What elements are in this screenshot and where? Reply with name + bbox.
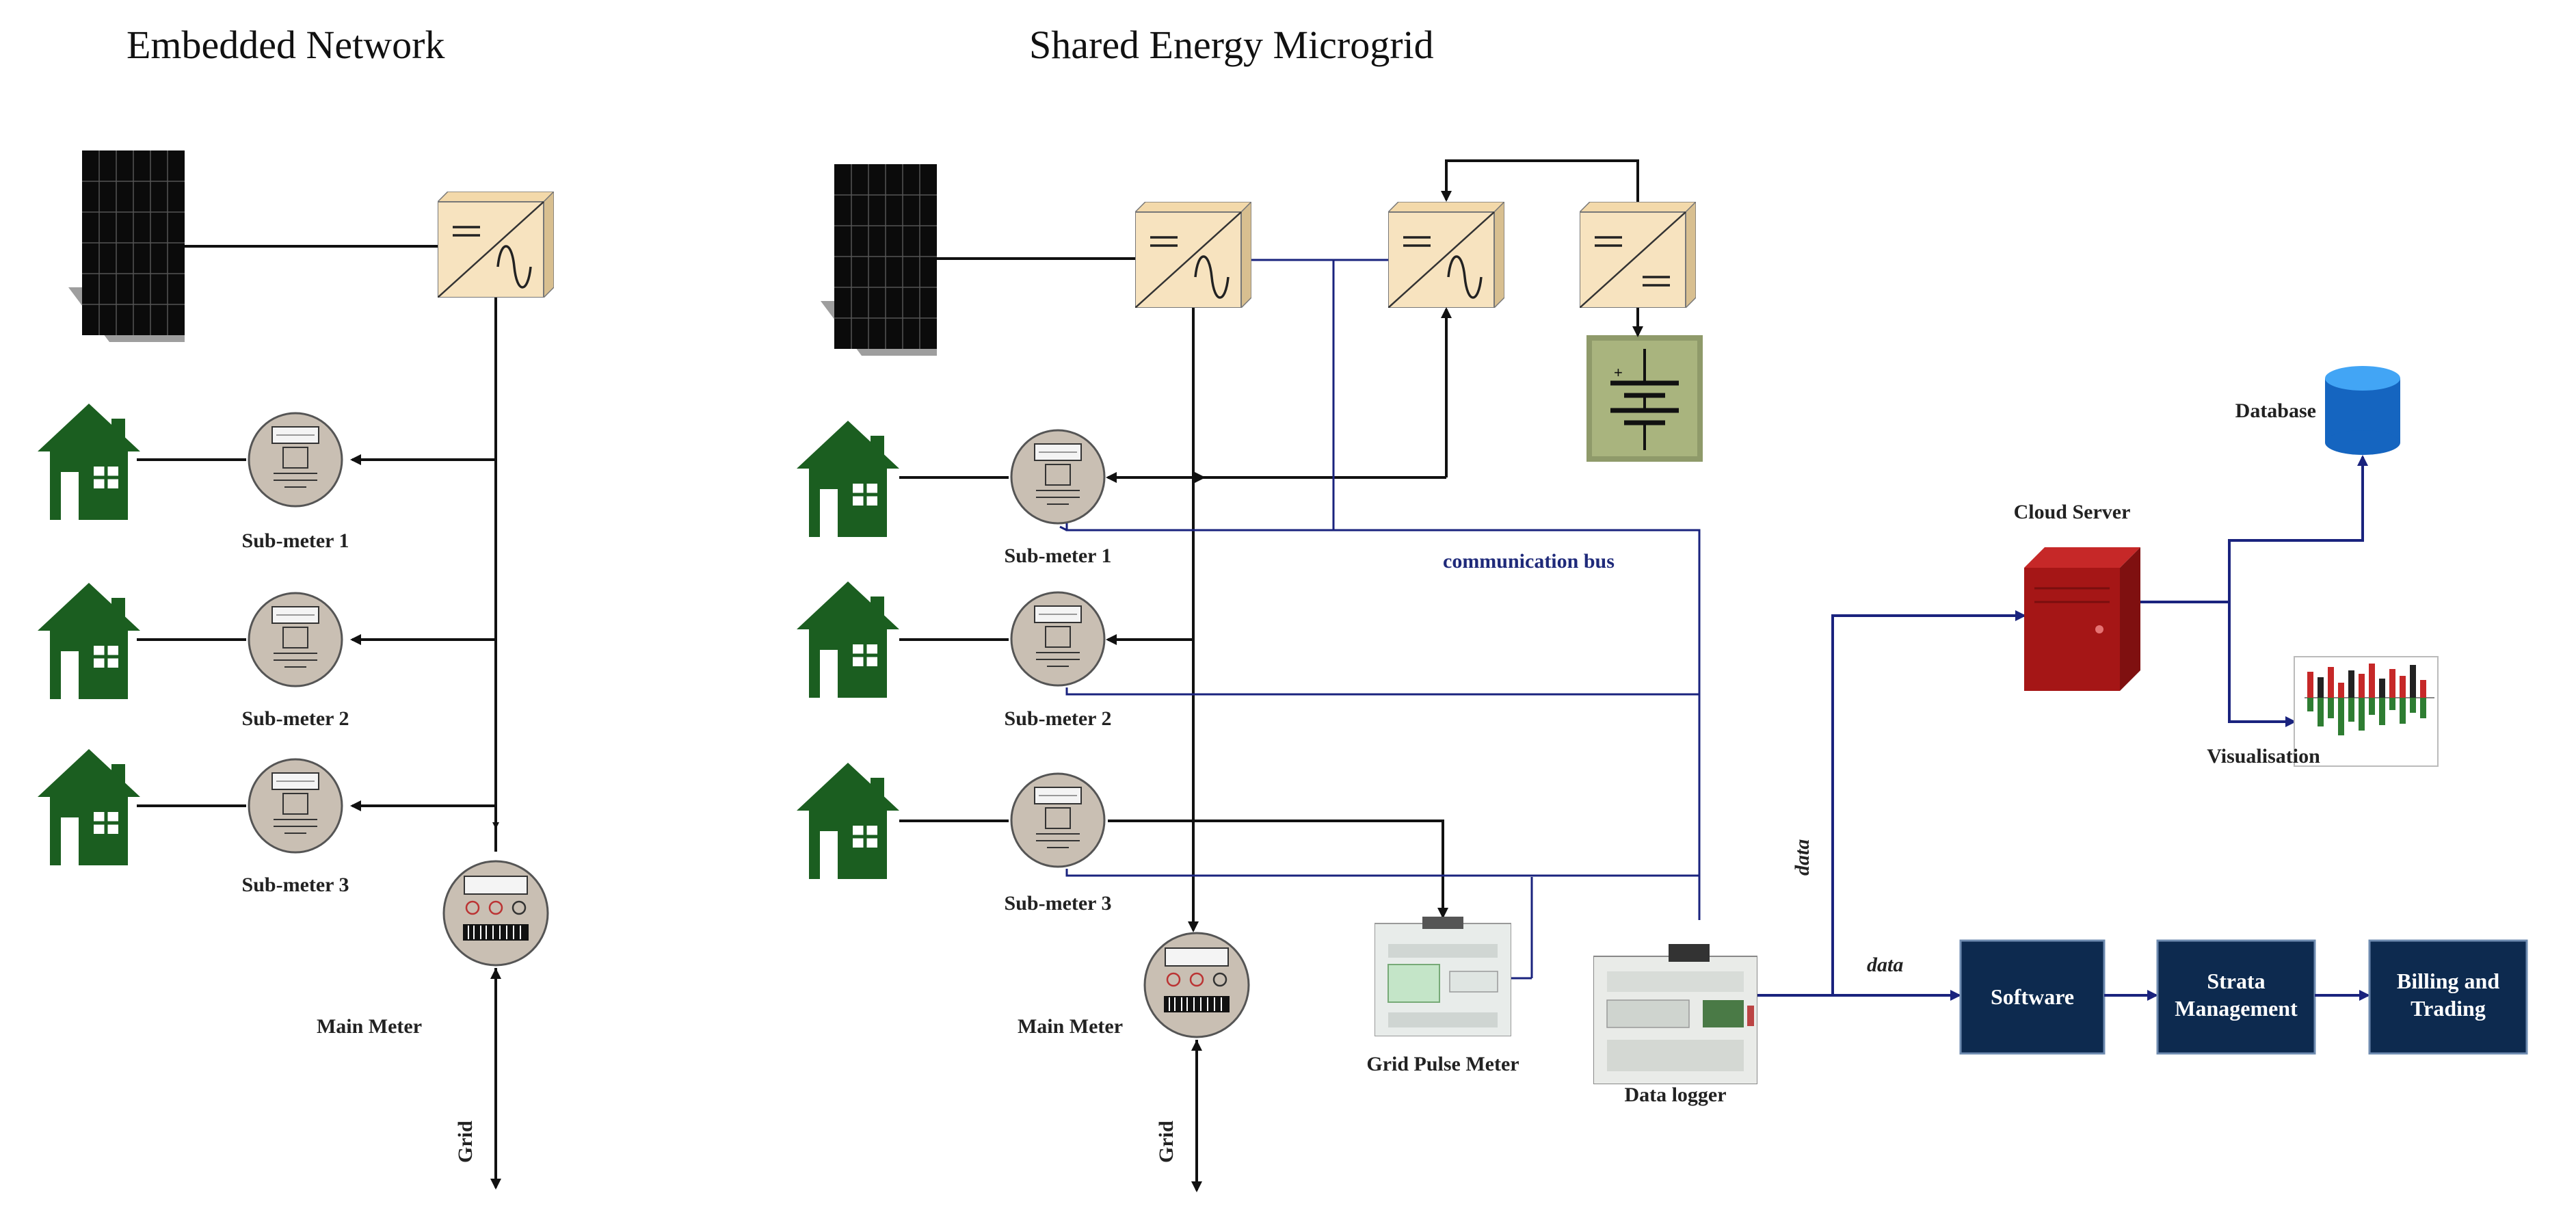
viz-bar-up [2348,670,2354,698]
communication-bus-line [1332,260,1701,920]
billing-label-line1: Billing and [2397,969,2500,993]
shared-energy-microgrid-title: Shared Energy Microgrid [1029,23,1434,67]
strata-management-box: Strata Management [2156,939,2316,1055]
cloud-server-icon [2024,547,2140,691]
viz-bar-up [2379,679,2385,698]
data-logger-label: Data logger [1624,1084,1726,1106]
viz-bar-down [2410,698,2416,713]
house-icon [797,581,899,698]
submeter-label: Sub-meter 3 [242,874,349,896]
viz-bar-up [2389,669,2395,698]
viz-bar-down [2420,698,2426,718]
shared-energy-microgrid: Sub-meter 1 Sub-meter 2 Sub-meter 3 comm… [797,159,1757,1192]
main-meter-icon [442,860,549,967]
viz-bar-down [2338,698,2344,735]
viz-bar-up [2369,664,2375,698]
viz-bar-up [2328,667,2334,698]
viz-bar-down [2348,698,2354,722]
main-meter-label: Main Meter [1018,1015,1123,1038]
house-icon [797,763,899,879]
viz-bar-down [2307,698,2313,711]
grid-label: Grid [1155,1120,1178,1163]
viz-bar-up [2318,677,2324,698]
submeter-label: Sub-meter 3 [1005,892,1112,915]
viz-bar-down [2328,698,2334,718]
inverter-icon [438,192,554,298]
data-label: data [1867,954,1903,976]
submeter-label: Sub-meter 1 [242,529,349,552]
submeter-icon [248,758,343,854]
dcdc-converter-icon [1580,202,1696,308]
house-icon [38,749,140,865]
data-label: data [1791,839,1814,876]
database-label: Database [2235,399,2316,422]
main-meter-label: Main Meter [317,1015,422,1038]
submeter-icon [1010,591,1106,687]
billing-trading-box: Billing and Trading [2368,939,2528,1055]
submeter-icon [248,592,343,687]
submeter-label: Sub-meter 2 [242,707,349,730]
cloud-and-pipeline: data data Cloud Server Database Visualis… [1757,366,2528,1055]
visualisation-icon [2294,656,2439,767]
viz-bar-up [2420,680,2426,698]
house-icon [38,583,140,699]
battery-inverter-icon [1388,202,1504,308]
viz-bar-up [2359,674,2365,698]
main-meter-icon [1143,932,1250,1038]
battery-icon [1586,335,1703,462]
submeter-label: Sub-meter 1 [1005,545,1112,567]
software-box: Software [1959,939,2106,1055]
communication-bus-label: communication bus [1443,550,1615,573]
data-line-to-cloud [1757,610,2026,997]
house-icon [38,404,140,520]
grid-pulse-meter-icon [1375,917,1511,1036]
strata-label-line2: Management [2175,996,2298,1021]
viz-bar-up [2338,683,2344,698]
cloud-server-label: Cloud Server [2014,501,2131,523]
submeter-icon [1010,429,1106,525]
pv-inverter-icon [1135,202,1251,308]
billing-label-line2: Trading [2411,996,2486,1021]
viz-bar-down [2389,698,2395,710]
database-icon [2325,366,2400,455]
viz-bar-up [2410,665,2416,698]
software-label: Software [1991,984,2074,1009]
solar-panel-icon [821,164,937,356]
strata-label-line1: Strata [2207,969,2265,993]
submeter-label: Sub-meter 2 [1005,707,1112,730]
viz-bar-up [2400,676,2406,698]
submeter-icon [248,412,343,508]
viz-bar-down [2400,698,2406,724]
data-logger-icon [1593,944,1757,1084]
viz-bar-down [2369,698,2375,715]
solar-panel-icon [68,150,185,342]
embedded-network-title: Embedded Network [127,23,444,67]
viz-bar-down [2359,698,2365,731]
grid-label: Grid [454,1120,477,1163]
viz-bar-down [2379,698,2385,725]
visualisation-label: Visualisation [2207,745,2320,768]
viz-bar-up [2307,672,2313,698]
viz-bar-down [2318,698,2324,726]
embedded-network: Sub-meter 1 Sub-meter 2 Sub-meter 3 Main… [38,150,554,1190]
submeter-icon [1010,772,1106,868]
grid-pulse-meter-label: Grid Pulse Meter [1366,1053,1519,1075]
house-icon [797,421,899,537]
